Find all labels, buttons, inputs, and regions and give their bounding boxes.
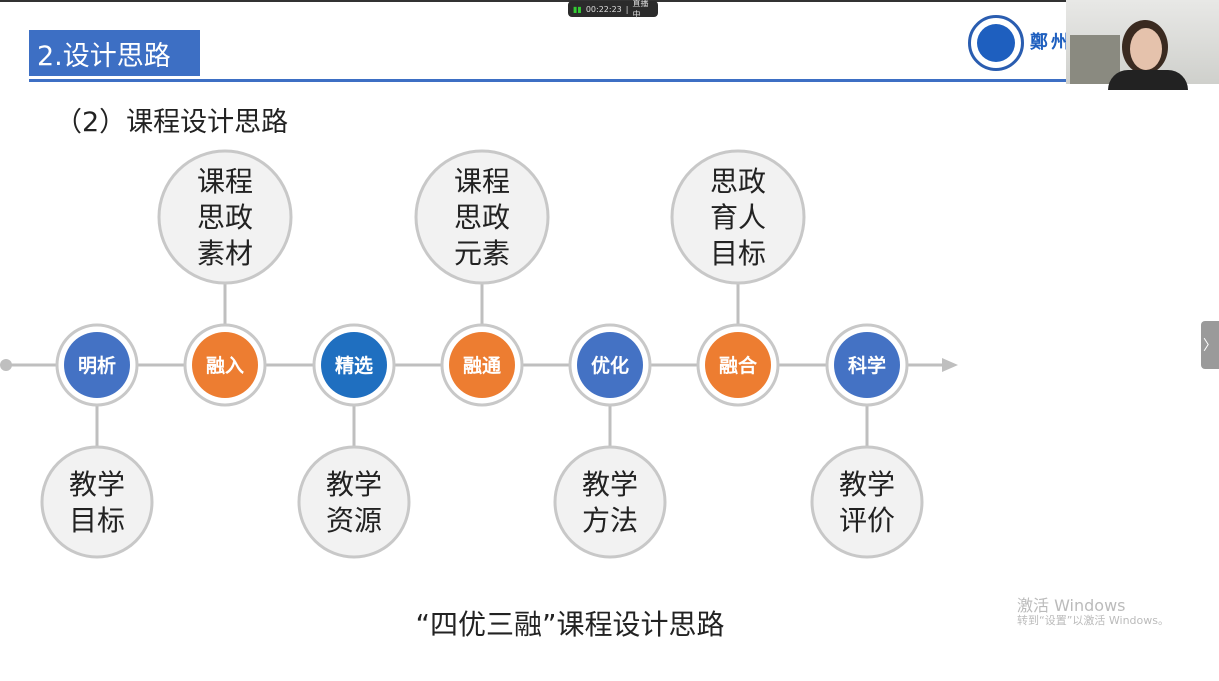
- concept-text: 目标: [69, 504, 125, 537]
- concept-text: 教学: [326, 468, 382, 501]
- concept-circle: [553, 445, 667, 559]
- slide-title: 2.设计思路: [29, 30, 200, 76]
- step-node: [192, 332, 258, 398]
- concept-text: 课程: [454, 165, 510, 198]
- windows-watermark-title: 激活 Windows: [1017, 596, 1126, 615]
- windows-watermark-text: 转到“设置”以激活 Windows。: [1017, 614, 1169, 627]
- live-status: ▮▮ 00:22:23 | 直播中: [568, 0, 658, 19]
- step-label: 融合: [719, 354, 758, 377]
- concept-text: 方法: [582, 504, 638, 537]
- step-node: [321, 332, 387, 398]
- section-subtitle: （2）课程设计思路: [55, 107, 289, 138]
- concept-text: 评价: [839, 504, 895, 537]
- step-node: [577, 332, 643, 398]
- arrow-head-icon: [942, 358, 958, 372]
- signal-icon: ▮▮: [573, 4, 582, 14]
- concept-text: 元素: [454, 237, 510, 270]
- step-node: [64, 332, 130, 398]
- webcam-bookshelf: [1070, 35, 1120, 84]
- concept-text: 素材: [197, 237, 253, 270]
- webcam-body: [1108, 70, 1188, 90]
- concept-text: 思政: [197, 201, 253, 234]
- concept-text: 资源: [326, 504, 382, 537]
- concept-text: 育人: [710, 201, 766, 234]
- concept-text: 课程: [197, 165, 253, 198]
- timeline-start-dot: [0, 359, 12, 371]
- live-label: 直播中: [632, 0, 649, 19]
- divider: |: [625, 4, 629, 14]
- step-label: 融通: [463, 355, 502, 377]
- webcam-face: [1130, 28, 1162, 70]
- concept-text: 思政: [454, 201, 510, 234]
- concept-circle: [810, 445, 924, 559]
- step-node: [834, 332, 900, 398]
- step-label: 明析: [78, 354, 116, 377]
- concept-circle: [414, 149, 550, 285]
- concept-text: 教学: [69, 468, 125, 501]
- side-panel-toggle[interactable]: 〉: [1201, 321, 1219, 369]
- step-label: 精选: [335, 354, 373, 377]
- concept-circle: [40, 445, 154, 559]
- diagram-caption: “四优三融”课程设计思路: [415, 608, 725, 641]
- step-label: 科学: [848, 354, 886, 377]
- title-underline: [29, 79, 1066, 82]
- concept-text: 目标: [710, 237, 766, 270]
- university-logo: [968, 15, 1024, 71]
- concept-text: 教学: [582, 468, 638, 501]
- concept-text: 思政: [710, 165, 766, 198]
- concept-circle: [670, 149, 806, 285]
- concept-circle: [157, 149, 293, 285]
- logo-text: 鄭州: [1030, 32, 1072, 53]
- step-node: [705, 332, 771, 398]
- timer: 00:22:23: [585, 4, 622, 14]
- step-label: 融入: [206, 355, 244, 377]
- concept-text: 教学: [839, 468, 895, 501]
- concept-circle: [297, 445, 411, 559]
- step-node: [449, 332, 515, 398]
- step-label: 优化: [591, 354, 629, 377]
